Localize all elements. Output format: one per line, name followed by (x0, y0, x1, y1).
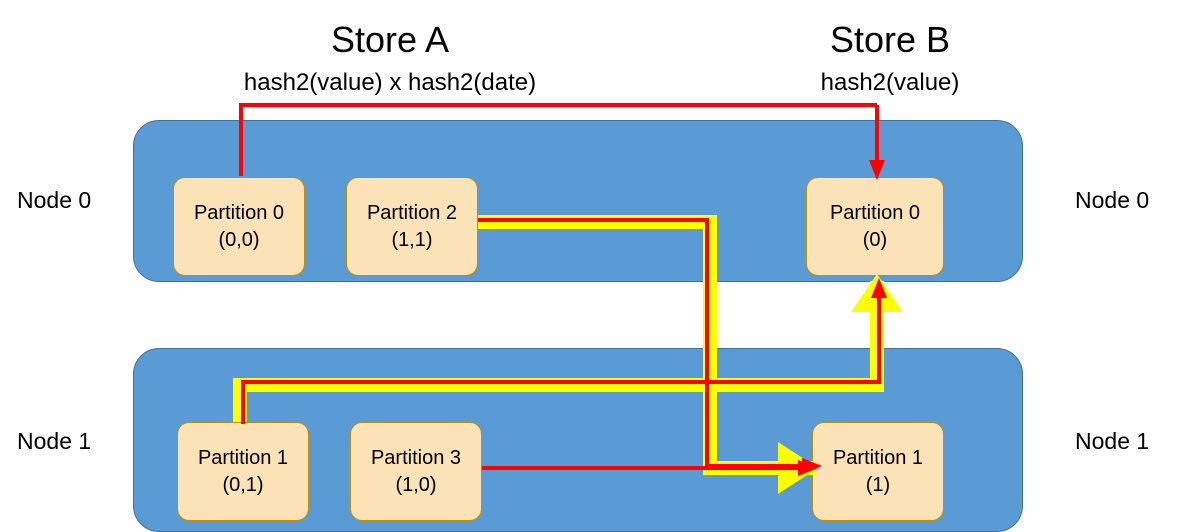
partition-key: (1) (865, 473, 891, 496)
partition-key: (0,0) (218, 228, 260, 251)
node-label-left-1: Node 1 (17, 428, 92, 454)
store-b-title: Store B (829, 19, 951, 60)
node-label-right-1: Node 1 (1075, 428, 1150, 454)
partition-name: Partition 1 (832, 446, 924, 469)
partition-box-a-2[interactable]: Partition 2 (1,1) (346, 177, 478, 276)
partition-name: Partition 0 (829, 201, 921, 224)
partition-name: Partition 2 (366, 201, 458, 224)
partition-name: Partition 0 (193, 201, 285, 224)
partition-box-a-3[interactable]: Partition 3 (1,0) (350, 422, 482, 521)
store-a-title: Store A (330, 19, 450, 60)
node-label-right-0: Node 0 (1075, 187, 1150, 213)
store-a-subtitle: hash2(value) x hash2(date) (243, 69, 537, 96)
partition-box-b-0[interactable]: Partition 0 (0) (806, 177, 944, 276)
partition-name: Partition 3 (370, 446, 462, 469)
partition-box-a-0[interactable]: Partition 0 (0,0) (173, 177, 305, 276)
partition-box-a-1[interactable]: Partition 1 (0,1) (177, 422, 309, 521)
partition-name: Partition 1 (197, 446, 289, 469)
partition-key: (0) (862, 228, 888, 251)
partition-key: (1,0) (395, 473, 437, 496)
partition-box-b-1[interactable]: Partition 1 (1) (812, 422, 944, 521)
partition-key: (0,1) (222, 473, 264, 496)
node-label-left-0: Node 0 (17, 187, 92, 213)
partition-key: (1,1) (391, 228, 433, 251)
store-b-subtitle: hash2(value) (820, 69, 960, 96)
